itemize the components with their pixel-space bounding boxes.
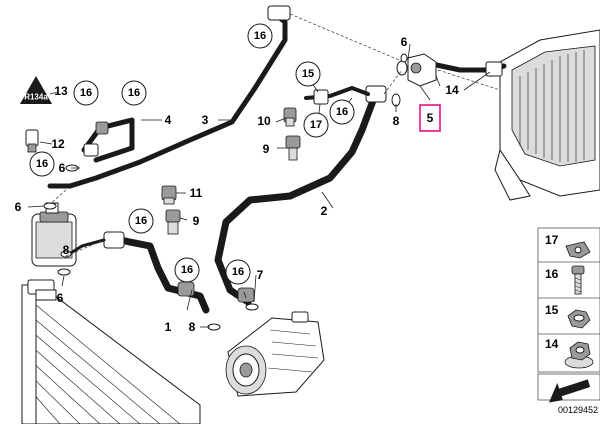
collar-nut-icon: [564, 341, 594, 369]
compressor: [225, 311, 325, 397]
callout-16c: [121, 80, 147, 106]
callout-16h-text: 16: [336, 106, 348, 118]
callout-6c: 6: [57, 291, 64, 305]
callout-6a: 6: [59, 161, 66, 175]
valve-9-lower: [165, 209, 181, 235]
callout-16g-text: 16: [232, 266, 244, 278]
legend-id-16: 16: [545, 267, 559, 281]
callout-10: 10: [257, 114, 271, 128]
callout-16d-text: 16: [36, 158, 48, 170]
valve-cap-10: [283, 107, 297, 127]
leader-lines: [27, 43, 491, 328]
warning-label: R134a: [24, 93, 48, 102]
callout-1: 1: [165, 320, 172, 334]
reference-code: 00129452: [558, 405, 598, 415]
callout-17: [303, 112, 329, 138]
callout-16g: [225, 259, 251, 285]
callout-6d: 6: [401, 35, 408, 49]
callout-2: 2: [321, 204, 328, 218]
callout-8b: 8: [189, 320, 196, 334]
number-callouts: 4 3 2 1 13 12 6 6 8 6 8 7 10 9 11 9 8 6 …: [15, 35, 459, 334]
nut-icon: [567, 309, 591, 329]
legend-id-15: 15: [545, 303, 559, 317]
callout-3: 3: [202, 113, 209, 127]
callout-16f-text: 16: [181, 264, 193, 276]
callout-16e: [128, 208, 154, 234]
callout-16d: [29, 151, 55, 177]
valve-cap-11: [161, 185, 177, 205]
pressure-switch-12: [25, 129, 39, 153]
callout-9a: 9: [263, 142, 270, 156]
callout-bubbles: 16 16 16 16 16 16 16 16 15 17: [29, 23, 355, 285]
callout-15-text: 15: [302, 68, 314, 80]
reference-lines: [49, 13, 501, 257]
pipe-short-upper: [304, 86, 370, 105]
legend-id-14: 14: [545, 337, 559, 351]
callout-5-highlighted: 5: [427, 111, 434, 125]
condenser: [21, 279, 201, 424]
o-rings: [43, 53, 408, 331]
legend-row-17: 17: [545, 233, 591, 259]
callout-16c-text: 16: [128, 87, 140, 99]
pipe-3: [47, 5, 291, 189]
callout-15: [295, 61, 321, 87]
callout-16b-text: 16: [80, 87, 92, 99]
legend-row-16: 16: [545, 265, 585, 295]
clip-icon: [565, 241, 591, 259]
callout-9b: 9: [193, 214, 200, 228]
callout-16f: [174, 257, 200, 283]
highlight-box: [419, 104, 441, 132]
callout-6b: 6: [15, 200, 22, 214]
legend-id-17: 17: [545, 233, 559, 247]
callout-14: 14: [445, 83, 459, 97]
pipe-evaporator: [429, 61, 507, 77]
pipe-1: [64, 231, 210, 314]
direction-arrow-icon: [537, 373, 600, 403]
refrigerant-warning-icon: R134a: [20, 76, 52, 104]
callout-16h: [329, 99, 355, 125]
callout-4: 4: [165, 113, 172, 127]
legend-row-15: 15: [545, 303, 591, 329]
evaporator-housing: [494, 29, 600, 201]
callout-17-text: 17: [310, 119, 322, 131]
callout-7: 7: [257, 268, 264, 282]
callout-13: 13: [54, 84, 68, 98]
pipe-2: [214, 85, 387, 306]
callout-8c: 8: [393, 114, 400, 128]
pipe-4: [81, 117, 135, 163]
valve-9-upper: [285, 135, 301, 161]
callout-16a-text: 16: [254, 30, 266, 42]
fastener-legend: 17 16 15 14: [537, 227, 600, 403]
callout-8a: 8: [63, 243, 70, 257]
callout-12: 12: [51, 137, 65, 151]
callout-16b: [73, 80, 99, 106]
callout-16e-text: 16: [135, 215, 147, 227]
callout-11: 11: [190, 186, 203, 200]
legend-row-14: 14: [545, 337, 594, 369]
callout-16a: [247, 23, 273, 49]
screw-icon: [571, 265, 585, 295]
